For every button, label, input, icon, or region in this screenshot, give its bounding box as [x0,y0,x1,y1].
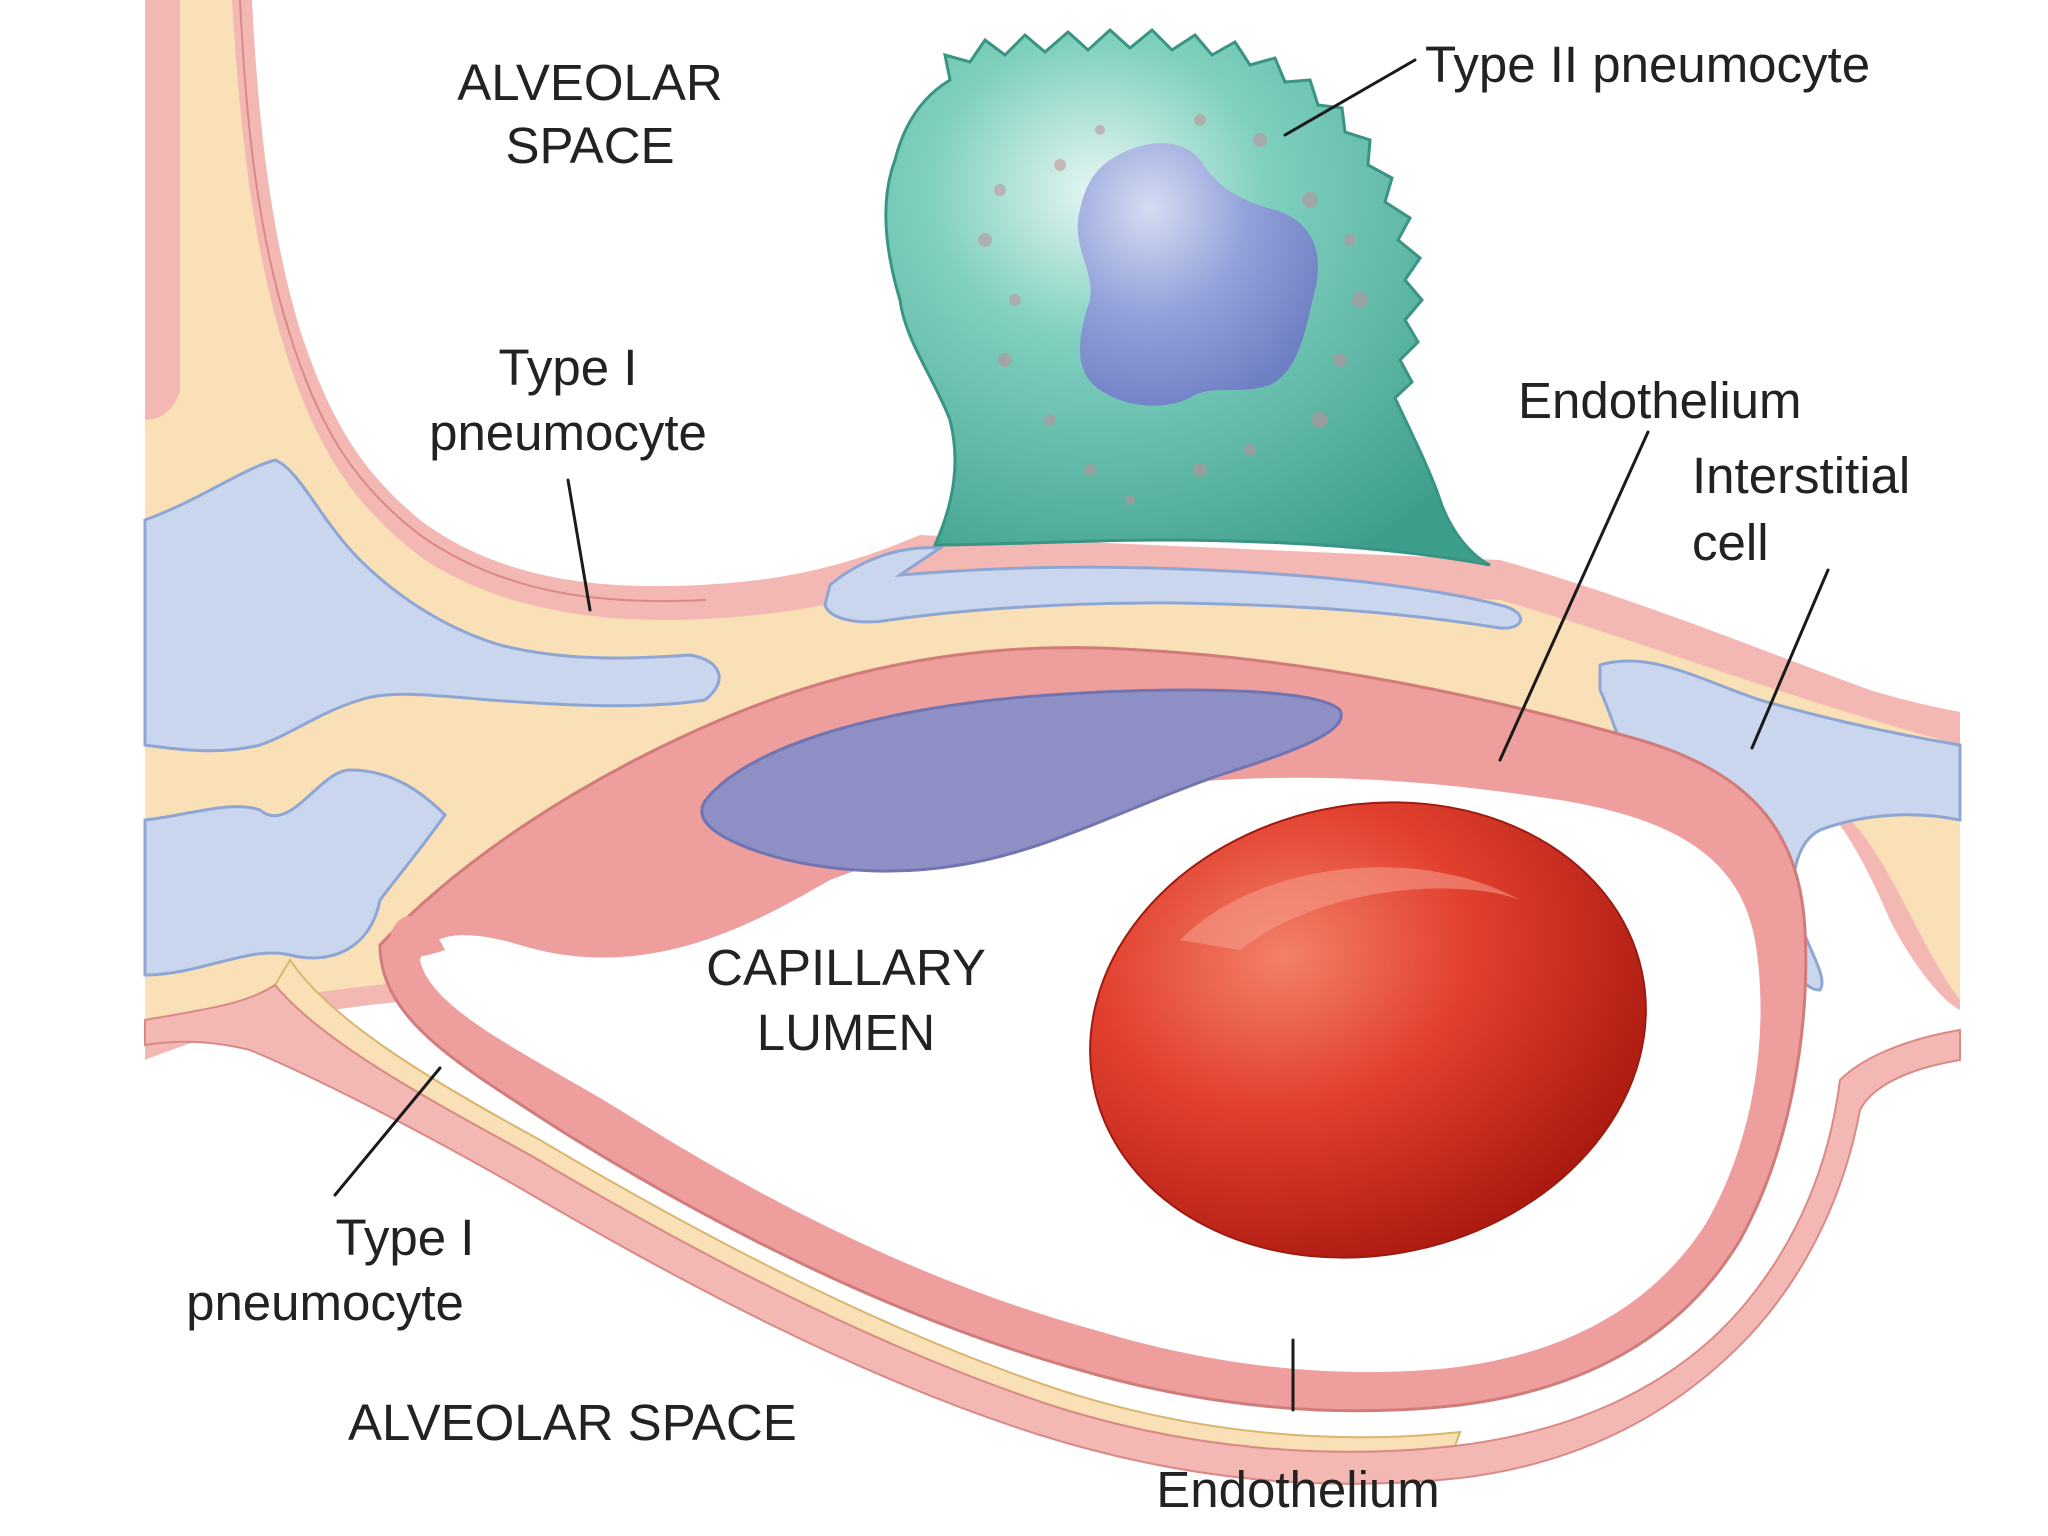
upper-basement-membrane [145,0,1960,1030]
type2-granules [978,114,1368,505]
capillary-left-rim [390,915,445,958]
type2-pneumocyte-cell [884,27,1491,567]
label-interstitial-1: Interstitial [1692,447,1910,504]
interstitial-strip-center [823,546,1523,630]
leader-type2 [1283,58,1417,137]
lower-wall-pink [144,983,1961,1485]
type2-nucleus [1077,143,1319,406]
red-blood-cell [1089,801,1647,1259]
label-type1-bottom-1: Type I [336,1209,475,1266]
label-type1-top-2: pneumocyte [429,404,707,461]
leader-endothelium-top [1498,430,1650,762]
label-alveolar-space-top-1: ALVEOLAR [457,54,723,111]
labels: ALVEOLAR SPACE Type II pneumocyte Type I… [186,36,1910,1518]
label-interstitial-2: cell [1692,514,1769,571]
label-alveolar-space-top-2: SPACE [505,117,674,174]
label-type1-bottom-2: pneumocyte [186,1274,464,1331]
interstitial-region-left-lower [143,768,447,977]
leader-interstitial [1750,568,1830,750]
leader-lines [333,58,1830,1412]
label-type2-pneumocyte: Type II pneumocyte [1425,36,1870,93]
endothelial-nucleus [700,688,1343,873]
label-type1-top-1: Type I [499,339,638,396]
label-capillary-1: CAPILLARY [706,939,986,996]
interstitial-region-left-upper [143,458,721,753]
leader-type1-top [566,478,592,612]
label-capillary-2: LUMEN [757,1004,936,1061]
leader-type1-bottom [333,1066,442,1197]
label-endothelium-bottom: Endothelium [1156,1461,1440,1518]
label-alveolar-space-bottom: ALVEOLAR SPACE [348,1394,797,1451]
label-endothelium-top: Endothelium [1518,372,1802,429]
